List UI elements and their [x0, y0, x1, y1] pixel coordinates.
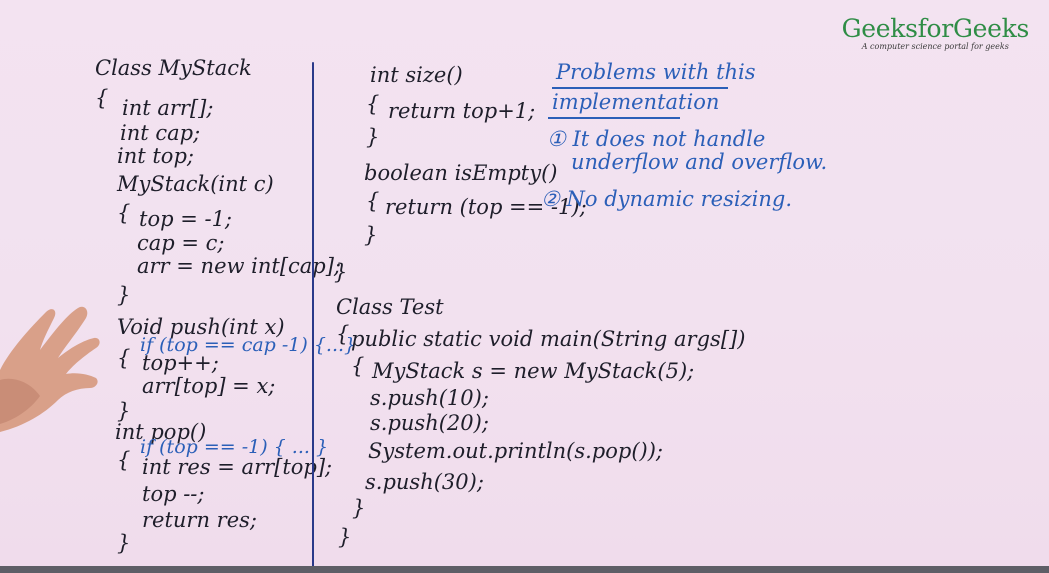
video-bottom-bar	[0, 566, 1049, 573]
code-line: {	[117, 448, 131, 472]
code-line: s.push(30);	[365, 470, 484, 494]
code-line: }	[117, 283, 131, 307]
note-item-2: ② No dynamic resizing.	[541, 187, 792, 211]
code-line: return res;	[142, 508, 257, 532]
note-item-1-continued: underflow and overflow.	[571, 150, 828, 174]
notes-title-underline	[552, 87, 728, 89]
code-line: Class Test	[336, 295, 444, 319]
code-line: }	[352, 496, 366, 520]
code-line: boolean isEmpty()	[364, 161, 558, 185]
code-annotation: if (top == -1) { ... }	[140, 436, 329, 458]
code-line: int cap;	[120, 121, 201, 145]
logo-tagline: A computer science portal for geeks	[861, 42, 1009, 51]
code-line: {	[366, 189, 380, 213]
notes-title-underline	[548, 117, 680, 119]
code-line: top++;	[142, 351, 219, 375]
code-line: {	[95, 86, 109, 110]
column-divider	[312, 62, 314, 567]
code-line: top = -1;	[139, 207, 233, 231]
code-line: MyStack(int c)	[117, 172, 274, 196]
code-line: System.out.println(s.pop());	[368, 439, 663, 463]
code-line: {	[336, 322, 350, 346]
code-line: s.push(20);	[370, 411, 489, 435]
logo-name: GeeksforGeeks	[841, 14, 1030, 43]
code-line: {	[351, 354, 365, 378]
code-line: }	[366, 125, 380, 149]
code-line: arr = new int[cap];	[137, 254, 342, 278]
notes-title: Problems with this	[556, 60, 756, 84]
code-line: {	[117, 346, 131, 370]
code-line: cap = c;	[137, 231, 225, 255]
code-line: return top+1;	[388, 99, 536, 123]
code-line: }	[338, 525, 352, 549]
code-line: int pop()	[115, 420, 207, 444]
code-line: arr[top] = x;	[142, 374, 276, 398]
code-line: {	[117, 201, 131, 225]
code-line: public static void main(String args[])	[351, 327, 746, 351]
presenter-hand	[0, 306, 100, 432]
code-line: }	[364, 223, 378, 247]
code-line: int res = arr[top];	[142, 455, 333, 479]
code-line: }	[117, 531, 131, 555]
code-line: Class MyStack	[95, 56, 252, 80]
code-annotation: if (top == cap -1) {...}	[140, 334, 357, 356]
code-line: int top;	[117, 144, 194, 168]
notes-title: implementation	[552, 90, 720, 114]
geeksforgeeks-logo: GeeksforGeeks A computer science portal …	[841, 14, 1030, 51]
code-line: {	[366, 92, 380, 116]
code-line: int arr[];	[122, 96, 214, 120]
code-line: top --;	[142, 482, 205, 506]
code-line: return (top == -1);	[385, 195, 587, 219]
code-line: s.push(10);	[370, 386, 489, 410]
code-line: }	[334, 260, 348, 284]
code-line: }	[117, 399, 131, 423]
code-line: int size()	[370, 63, 463, 87]
code-line: MyStack s = new MyStack(5);	[372, 359, 695, 383]
code-line: Void push(int x)	[117, 315, 285, 339]
note-item-1: ① It does not handle	[547, 127, 766, 151]
